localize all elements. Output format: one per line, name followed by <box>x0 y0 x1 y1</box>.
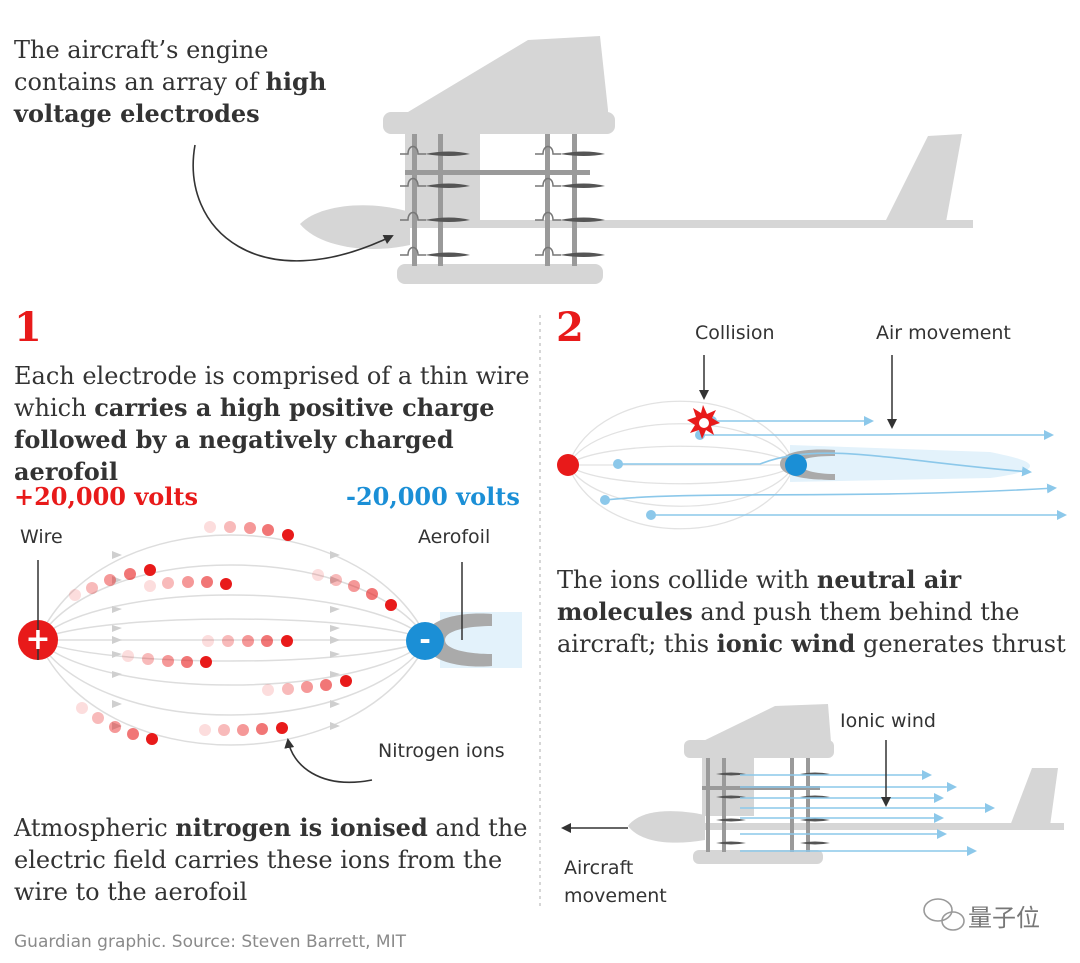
small-airplane <box>628 704 1064 864</box>
nitrogen-ions-label: Nitrogen ions <box>378 740 505 762</box>
step-2-description: The ions collide with neutral air molecu… <box>557 564 1072 660</box>
step-1-desc-line-2: which carries a high positive charge <box>14 392 534 424</box>
plus-sign-glyph: + <box>25 622 51 657</box>
step-2-desc-line-1-text: The ions collide with <box>557 566 817 594</box>
wechat-icon <box>923 898 965 931</box>
step-1-bottom-line-1-bold: nitrogen is ionised <box>175 813 428 842</box>
field-arrowheads <box>112 551 340 730</box>
air-molecules <box>600 416 717 520</box>
aircraft-movement-line-2: movement <box>564 885 667 907</box>
intro-pointer-arrow <box>192 144 394 262</box>
aerofoil-label: Aerofoil <box>418 526 491 548</box>
step-2-number: 2 <box>556 304 584 351</box>
step-2-desc-line-1-bold: neutral air <box>816 565 962 594</box>
step-1-number: 1 <box>14 304 42 351</box>
air-flow-arrows <box>604 416 1067 520</box>
intro-line-2-bold: high <box>265 67 327 96</box>
wire-label: Wire <box>20 526 63 548</box>
watermark-text: 量子位 <box>968 904 1040 932</box>
step-1-bottom-line-1-text: Atmospheric <box>14 814 176 842</box>
collision-ion <box>699 418 709 428</box>
step-1-bottom-line-3: wire to the aerofoil <box>14 878 248 906</box>
intro-line-3-bold: voltage electrodes <box>14 99 260 128</box>
intro-line-2-text: contains an array of <box>14 68 266 96</box>
aerofoil-shape <box>425 613 492 667</box>
nitrogen-ion-trails <box>69 521 397 745</box>
collision-wire-node <box>557 454 579 476</box>
step-1-bottom-text: Atmospheric nitrogen is ionised and the … <box>14 812 534 908</box>
step-2-desc-line-3-post: generates thrust <box>855 630 1066 658</box>
minus-sign-glyph: - <box>419 623 431 656</box>
air-movement-label: Air movement <box>876 322 1011 344</box>
step-1-bottom-line-1-post: and the <box>427 814 528 842</box>
step-1-desc-line-2-text: which <box>14 394 95 422</box>
step-1-desc-line-2-bold: carries a high positive charge <box>94 393 495 422</box>
collision-aerofoil-node <box>785 454 807 476</box>
step-1-description: Each electrode is comprised of a thin wi… <box>14 360 534 488</box>
step-2-desc-line-3-bold: ionic wind <box>716 629 856 658</box>
collision-field-lines <box>567 400 796 530</box>
ions-pointer-arrow <box>284 738 373 783</box>
step-1-desc-line-1: Each electrode is comprised of a thin wi… <box>14 362 530 390</box>
step-1-bottom-line-1: Atmospheric nitrogen is ionised and the <box>14 812 534 844</box>
negative-aerofoil-node <box>406 622 444 660</box>
step-2-desc-line-3-text: aircraft; this <box>557 630 717 658</box>
step-2-desc-line-3: aircraft; this ionic wind generates thru… <box>557 628 1072 660</box>
ionic-wind-arrows <box>740 770 995 856</box>
aircraft-movement-label: Aircraft movement <box>564 854 667 910</box>
intro-line-2: contains an array of high <box>14 66 344 98</box>
step-1-desc-line-3-bold: followed by a negatively charged aerofoi… <box>14 425 454 486</box>
aircraft-movement-line-1: Aircraft <box>564 857 634 879</box>
step-2-desc-line-2: molecules and push them behind the <box>557 596 1072 628</box>
intro-line-3: voltage electrodes <box>14 98 344 130</box>
step-2-desc-line-2-text: and push them behind the <box>692 598 1020 626</box>
positive-voltage-label: +20,000 volts <box>14 482 198 511</box>
ionic-wind-label: Ionic wind <box>840 710 936 732</box>
top-airplane <box>300 36 973 284</box>
intro-text: The aircraft’s engine contains an array … <box>14 34 344 130</box>
source-credit: Guardian graphic. Source: Steven Barrett… <box>14 932 406 952</box>
step-2-desc-line-2-bold: molecules <box>557 597 693 626</box>
collision-label: Collision <box>695 322 775 344</box>
intro-line-1: The aircraft’s engine <box>14 36 269 64</box>
step-1-bottom-line-2: electric field carries these ions from t… <box>14 846 503 874</box>
step-2-desc-line-1: The ions collide with neutral air <box>557 564 1072 596</box>
step-1-desc-line-3: followed by a negatively charged aerofoi… <box>14 424 534 488</box>
negative-voltage-label: -20,000 volts <box>346 482 520 511</box>
